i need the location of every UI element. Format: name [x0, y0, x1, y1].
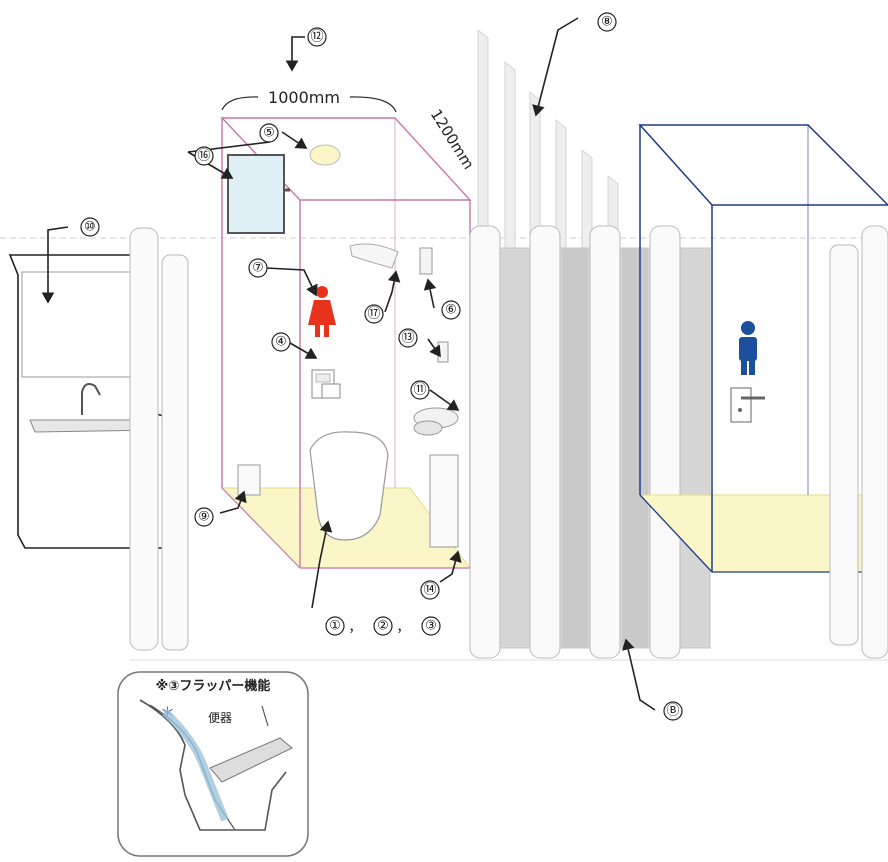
depth-dimension-label: 1200mm [427, 106, 478, 173]
callout-6: ⑥ [441, 300, 461, 320]
callout-5: ⑤ [259, 123, 279, 143]
inset-title: ※③フラッパー機能 [156, 678, 271, 694]
svg-text:⑬: ⑬ [401, 331, 414, 346]
callout-11: ⑪ [410, 380, 430, 400]
callout-12: ⑫ [307, 27, 327, 47]
callout-13: ⑬ [398, 328, 418, 348]
female-sign-icon [308, 286, 336, 337]
svg-text:⑯: ⑯ [197, 149, 210, 164]
svg-text:⑥: ⑥ [445, 303, 457, 318]
private-toilet-booth [220, 117, 472, 569]
callout-1-2-3: ① ， ② ， ③ [325, 616, 441, 636]
callout-17: ⑰ [364, 304, 384, 324]
svg-text:，: ， [396, 621, 409, 636]
svg-text:Ⓑ: Ⓑ [666, 704, 679, 719]
svg-text:⑨: ⑨ [198, 510, 210, 525]
svg-text:⑤: ⑤ [263, 126, 275, 141]
partition-panels [469, 29, 711, 659]
svg-text:⑰: ⑰ [367, 307, 380, 322]
svg-text:，: ， [348, 621, 361, 636]
svg-text:⑪: ⑪ [413, 383, 426, 398]
door-handle-icon [730, 387, 765, 423]
callout-7: ⑦ [248, 258, 268, 278]
inset-label: 便器 [208, 711, 232, 725]
flapper-inset: ※③フラッパー機能 ＊ 便器 [117, 671, 309, 857]
callout-B: Ⓑ [663, 701, 683, 721]
left-pillars [129, 227, 189, 651]
svg-text:②: ② [377, 619, 389, 634]
svg-text:⑭: ⑭ [423, 583, 436, 598]
svg-text:⑦: ⑦ [252, 261, 264, 276]
callout-8-top: ⑧ [597, 12, 617, 32]
callout-4: ④ [271, 332, 291, 352]
svg-text:③: ③ [425, 619, 437, 634]
svg-text:④: ④ [275, 335, 287, 350]
svg-text:⑧: ⑧ [601, 15, 613, 30]
callout-14: ⑭ [420, 580, 440, 600]
svg-text:⑩: ⑩ [84, 220, 96, 235]
svg-text:⑫: ⑫ [310, 30, 323, 45]
callout-16: ⑯ [194, 146, 214, 166]
male-sign-icon [739, 321, 757, 375]
male-toilet-booth [638, 124, 888, 659]
width-dimension-label: 1000mm [268, 88, 340, 107]
callout-10: ⑩ [80, 217, 100, 237]
svg-text:①: ① [329, 619, 341, 634]
callout-9: ⑨ [194, 507, 214, 527]
